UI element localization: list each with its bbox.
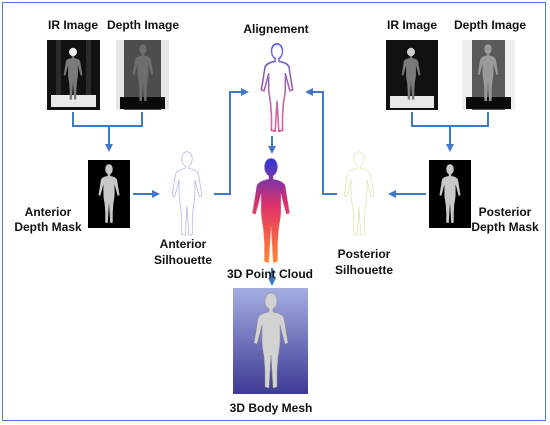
alignment-label: Alignement: [243, 22, 308, 36]
left-ir-image: [47, 40, 100, 110]
right-ir-image: [386, 40, 438, 110]
anterior-mask-label-1: Anterior: [25, 205, 72, 219]
anterior-silhouette-label-2: Silhouette: [154, 253, 212, 267]
left-depth-image: [116, 40, 169, 110]
left-depth-label: Depth Image: [107, 18, 179, 32]
posterior-depth-mask-image: [429, 160, 471, 228]
body-mesh-image: [233, 288, 308, 394]
posterior-silhouette-label-2: Silhouette: [335, 263, 393, 277]
posterior-silhouette-image: [343, 151, 375, 236]
posterior-silhouette-label-1: Posterior: [338, 247, 391, 261]
body-mesh-label: 3D Body Mesh: [230, 401, 313, 415]
posterior-mask-label-2: Depth Mask: [471, 220, 539, 234]
arrow-left-ir-down: [72, 112, 109, 127]
arrow-anterior-silhouette-to-alignment: [214, 88, 249, 195]
right-ir-label: IR Image: [387, 18, 437, 32]
alignment-image: [260, 42, 294, 133]
anterior-depth-mask-image: [88, 160, 130, 228]
right-depth-label: Depth Image: [454, 18, 526, 32]
right-depth-image: [462, 40, 515, 110]
anterior-silhouette-image: [171, 151, 203, 236]
arrow-posterior-silhouette-to-alignment: [305, 88, 337, 195]
arrow-right-ir-down: [411, 112, 450, 127]
flow-arrows: [72, 88, 489, 286]
left-ir-label: IR Image: [48, 18, 98, 32]
anterior-mask-label-2: Depth Mask: [14, 220, 82, 234]
anterior-silhouette-label-1: Anterior: [160, 237, 207, 251]
point-cloud-label: 3D Point Cloud: [227, 267, 313, 281]
arrow-right-depth-down: [450, 112, 489, 127]
arrow-left-depth-down: [109, 112, 143, 127]
point-cloud-image: [251, 157, 291, 264]
posterior-mask-label-1: Posterior: [479, 205, 532, 219]
